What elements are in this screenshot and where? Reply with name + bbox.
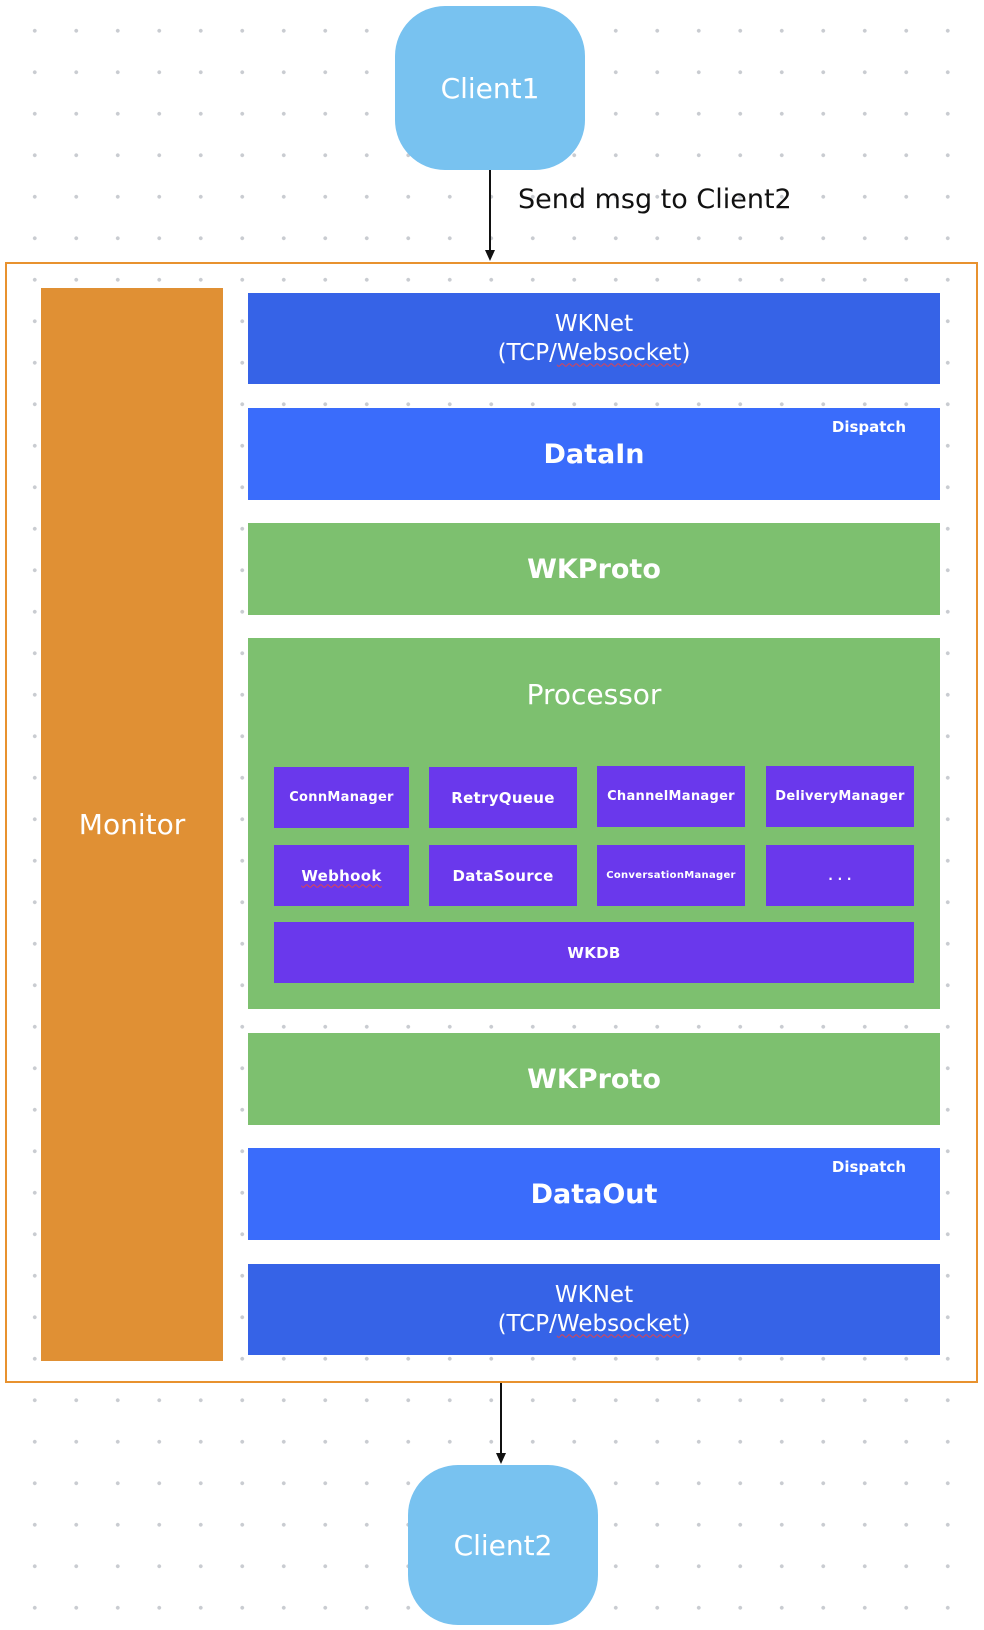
datain-layer: Dispatch DataIn: [248, 408, 940, 500]
datain-dispatch-tag: Dispatch: [831, 418, 906, 436]
send-msg-label: Send msg to Client2: [518, 184, 792, 215]
module-delivery-manager: DeliveryManager: [766, 766, 914, 827]
client1-node: Client1: [395, 6, 585, 170]
arrow-client1-to-system: [485, 170, 495, 261]
wkproto-top-label: WKProto: [527, 553, 661, 585]
dataout-label: DataOut: [530, 1178, 658, 1210]
client2-label: Client2: [453, 1528, 553, 1562]
processor-block: Processor ConnManager RetryQueue Channel…: [248, 638, 940, 1009]
dataout-dispatch-tag: Dispatch: [831, 1158, 906, 1176]
wknet-bottom-title: WKNet: [554, 1281, 634, 1308]
dataout-layer: Dispatch DataOut: [248, 1148, 940, 1240]
wkproto-bottom-label: WKProto: [527, 1063, 661, 1095]
module-more: . . .: [766, 845, 914, 906]
module-webhook-label: Webhook: [301, 866, 382, 885]
datain-label: DataIn: [543, 438, 645, 470]
wkproto-top-layer: WKProto: [248, 523, 940, 615]
client1-label: Client1: [440, 71, 540, 105]
wknet-bottom-layer: WKNet (TCP/Websocket): [248, 1264, 940, 1355]
system-frame: [5, 262, 978, 1383]
wkproto-bottom-layer: WKProto: [248, 1033, 940, 1125]
module-data-source: DataSource: [429, 845, 577, 906]
arrow-system-to-client2: [496, 1383, 506, 1464]
client2-node: Client2: [408, 1465, 598, 1625]
monitor-block: Monitor: [41, 288, 223, 1361]
module-conversation-manager: ConversationManager: [597, 845, 745, 906]
wknet-top-protocol: (TCP/Websocket): [497, 339, 691, 366]
module-webhook: Webhook: [274, 845, 409, 906]
module-channel-manager: ChannelManager: [597, 766, 745, 827]
module-wkdb: WKDB: [274, 922, 914, 983]
module-retry-queue: RetryQueue: [429, 767, 577, 828]
module-conn-manager: ConnManager: [274, 767, 409, 828]
wknet-top-title: WKNet: [554, 310, 634, 337]
monitor-label: Monitor: [78, 808, 186, 841]
wknet-bottom-protocol: (TCP/Websocket): [497, 1310, 691, 1337]
processor-title: Processor: [526, 678, 662, 711]
wknet-top-layer: WKNet (TCP/Websocket): [248, 293, 940, 384]
